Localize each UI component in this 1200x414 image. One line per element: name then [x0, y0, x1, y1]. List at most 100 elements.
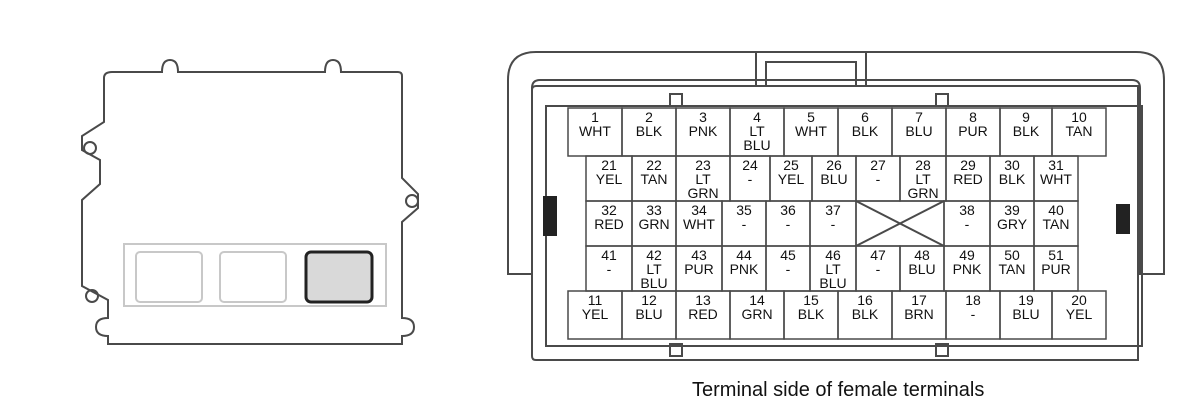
terminal-number: 13: [695, 293, 711, 308]
wire-color: BLK: [998, 171, 1026, 187]
wire-color: BLU: [820, 171, 848, 187]
terminal-number: 21: [601, 158, 617, 173]
terminal-number: 42: [646, 248, 662, 263]
wire-color: LT: [825, 261, 841, 277]
terminal-37: 37-: [810, 203, 856, 246]
wire-color: YEL: [1065, 306, 1093, 322]
terminal-number: 35: [736, 203, 752, 218]
wire-color: LT: [915, 171, 931, 187]
terminal-number: 49: [959, 248, 975, 263]
left-key-block: [543, 196, 557, 236]
terminal-number: 16: [857, 293, 873, 308]
wire-color: BLK: [851, 306, 879, 322]
terminal-number: 44: [736, 248, 752, 263]
wire-color: LT: [646, 261, 662, 277]
terminal-number: 28: [915, 158, 931, 173]
terminal-number: 3: [699, 110, 707, 125]
highlighted-socket: [304, 250, 374, 304]
terminal-number: 17: [911, 293, 927, 308]
terminal-number: 48: [914, 248, 930, 263]
terminal-number: 38: [959, 203, 975, 218]
wire-color: PNK: [688, 123, 718, 139]
wire-color: WHT: [579, 123, 611, 139]
wire-color: -: [964, 216, 970, 232]
wire-color: GRN: [907, 185, 939, 201]
blank-terminal: [856, 203, 944, 246]
wire-color: BLU: [635, 306, 663, 322]
wire-color: PUR: [684, 261, 714, 277]
wire-color: PNK: [952, 261, 982, 277]
terminal-18: 18-: [946, 293, 1000, 339]
terminal-number: 12: [641, 293, 657, 308]
terminal-number: 51: [1048, 248, 1064, 263]
terminal-38: 38-: [944, 203, 990, 246]
wire-color: BLU: [905, 123, 933, 139]
wire-color: BLK: [797, 306, 825, 322]
wire-color: BLK: [635, 123, 663, 139]
ecu-connector-bay: [123, 243, 387, 307]
terminal-number: 14: [749, 293, 765, 308]
terminal-number: 10: [1071, 110, 1087, 125]
wire-color: RED: [594, 216, 624, 232]
wire-color: WHT: [795, 123, 827, 139]
wire-color: TAN: [1042, 216, 1070, 232]
terminal-27: 27-: [856, 158, 900, 201]
wire-color: BLU: [1012, 306, 1040, 322]
wire-color: BLU: [640, 275, 668, 291]
terminal-number: 5: [807, 110, 815, 125]
wire-color: -: [875, 171, 881, 187]
terminal-number: 41: [601, 248, 617, 263]
terminal-41: 41-: [586, 248, 632, 291]
wire-color: WHT: [1040, 171, 1072, 187]
terminal-number: 40: [1048, 203, 1064, 218]
wire-color: BLK: [851, 123, 879, 139]
wire-color: -: [830, 216, 836, 232]
wire-color: RED: [688, 306, 718, 322]
wire-color: -: [785, 216, 791, 232]
wire-color: BLK: [1012, 123, 1040, 139]
terminal-number: 15: [803, 293, 819, 308]
wire-color: -: [741, 216, 747, 232]
terminal-number: 30: [1004, 158, 1020, 173]
wire-color: -: [875, 261, 881, 277]
terminal-number: 43: [691, 248, 707, 263]
wire-color: TAN: [1065, 123, 1093, 139]
terminal-35: 35-: [722, 203, 766, 246]
terminal-number: 50: [1004, 248, 1020, 263]
wire-color: GRN: [687, 185, 719, 201]
terminal-number: 8: [969, 110, 977, 125]
terminal-number: 37: [825, 203, 841, 218]
terminal-number: 4: [753, 110, 761, 125]
terminal-number: 22: [646, 158, 662, 173]
wire-color: WHT: [683, 216, 715, 232]
wire-color: LT: [749, 123, 765, 139]
terminal-number: 33: [646, 203, 662, 218]
wire-color: BLU: [908, 261, 936, 277]
terminal-cell-border: [1051, 107, 1107, 157]
